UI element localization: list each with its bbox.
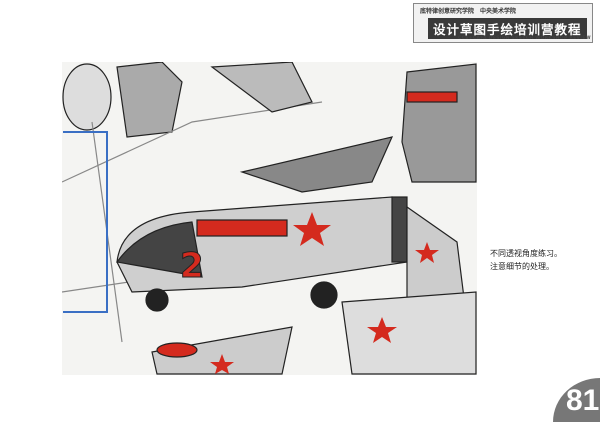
- caption-line-1: 不同透视角度练习。: [490, 249, 562, 258]
- box-sketch: [116, 62, 183, 138]
- sphere-sketch: [62, 63, 112, 131]
- book-subtitle: CCS+CAFA DESIGN SKETCH WORKSHOP REVIEW: [458, 36, 591, 41]
- fuselage-number: 2: [180, 246, 204, 286]
- caption: 不同透视角度练习。 注意细节的处理。: [490, 247, 562, 273]
- institutions: 底特律创意研究学院 中央美术学院: [420, 8, 517, 15]
- red-star-icon: [293, 212, 331, 246]
- sketch-artwork: 2: [62, 62, 477, 375]
- caption-line-2: 注意细节的处理。: [490, 262, 554, 271]
- red-star-icon: [210, 354, 234, 374]
- red-star-icon: [367, 317, 397, 343]
- book-title: 设计草图手绘培训营教程: [428, 18, 587, 39]
- wing-sketch: [239, 136, 394, 193]
- book-header: 底特律创意研究学院 中央美术学院 设计草图手绘培训营教程 CCS+CAFA DE…: [413, 3, 593, 43]
- page-number: 81: [566, 384, 600, 417]
- aircraft-sketch: 2: [62, 62, 477, 375]
- red-star-icon: [415, 242, 439, 263]
